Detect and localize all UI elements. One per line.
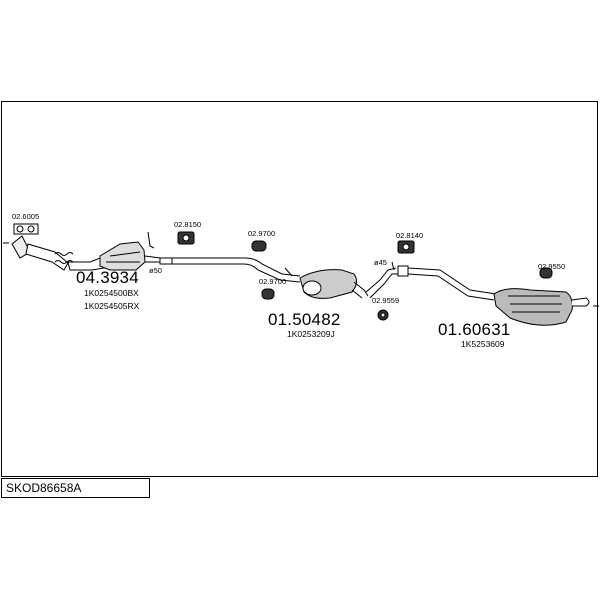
catalyst-oem-2: 1K0254505RX <box>84 301 140 311</box>
catalyst-oem-1: 1K0254500BX <box>84 288 139 298</box>
clamp-label-2: 02.8140 <box>396 231 424 240</box>
clip-icon <box>391 261 395 271</box>
hanger-label-2: 02.9700 <box>259 277 287 286</box>
catalyst-part-number: 04.3934 <box>76 268 139 287</box>
rear-silencer-oem: 1K5253609 <box>461 339 505 349</box>
catalyst-icon <box>99 241 169 271</box>
hanger-rod-icon-1 <box>147 231 155 249</box>
diagram-frame <box>1 101 598 477</box>
hanger-rod-icon-2 <box>284 267 293 277</box>
hanger-label-3: 02.9559 <box>372 296 400 305</box>
diameter-label-50: ø50 <box>149 266 162 275</box>
clamp-icon-2 <box>397 240 415 254</box>
front-pipe-icon <box>11 235 105 271</box>
middle-silencer-icon <box>299 269 369 299</box>
rear-silencer-part-number: 01.60631 <box>438 320 511 339</box>
rear-pipe-icon <box>365 265 497 301</box>
hanger-icon-3 <box>377 309 389 321</box>
diagram-code: SKOD86658A <box>1 478 150 498</box>
hanger-icon-4 <box>539 267 553 279</box>
rear-silencer-icon <box>493 288 590 326</box>
gasket-label: 02.6005 <box>12 212 40 221</box>
hanger-icon-2 <box>261 288 275 300</box>
hanger-label-4: 02.9550 <box>538 262 566 271</box>
clamp-label-1: 02.8150 <box>174 220 202 229</box>
hanger-icon-1 <box>251 240 267 252</box>
clamp-icon-1 <box>177 231 195 245</box>
middle-pipe-icon <box>159 257 301 283</box>
middle-silencer-part-number: 01.50482 <box>268 310 341 329</box>
diameter-label-45: ø45 <box>374 258 387 267</box>
middle-silencer-oem: 1K0253209J <box>287 329 335 339</box>
gasket-icon <box>13 223 39 235</box>
hanger-label-1: 02.9700 <box>248 229 276 238</box>
